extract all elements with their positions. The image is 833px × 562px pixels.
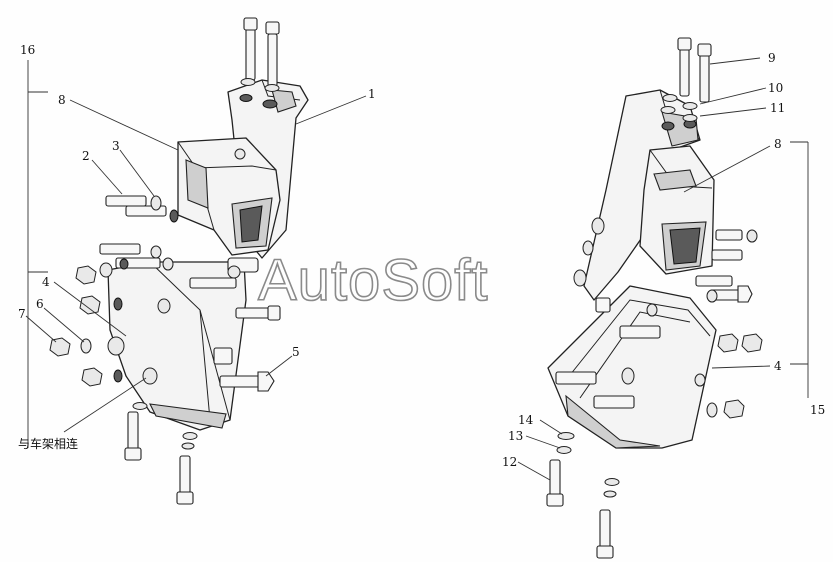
callout-11: 11: [770, 101, 785, 115]
callout-9: 9: [768, 51, 776, 65]
left-assembly: [49, 17, 309, 505]
callout-1: 1: [368, 87, 376, 101]
right-top-bolts: [660, 37, 712, 122]
frame-connection-note: 与车架相连: [18, 436, 78, 451]
right-bottom-bolts: [546, 432, 620, 559]
left-nuts: [49, 258, 129, 387]
leader-lines: [25, 57, 809, 481]
callout-2: 2: [82, 149, 90, 163]
callout-4-right: 4: [774, 359, 782, 373]
left-bolt-5: [213, 347, 275, 392]
callout-16: 16: [20, 43, 35, 57]
callout-6: 6: [36, 297, 44, 311]
callout-3: 3: [112, 139, 120, 153]
callout-10: 10: [768, 81, 783, 95]
callout-7: 7: [18, 307, 26, 321]
callout-15: 15: [810, 403, 825, 417]
callout-14: 14: [518, 413, 534, 427]
right-assembly: [546, 37, 763, 559]
left-top-bolts: [240, 17, 280, 92]
callout-4-left: 4: [42, 275, 50, 289]
callout-13: 13: [508, 429, 523, 443]
callout-8-left: 8: [58, 93, 66, 107]
callout-8-right: 8: [774, 137, 782, 151]
left-bottom-bolts: [124, 402, 198, 505]
callout-labels: 16 8 1 2 3 4 6 7 5 与车架相连 9 10 11 8 4 15 …: [18, 43, 825, 469]
callout-5: 5: [292, 345, 300, 359]
right-side-hardware: [695, 229, 763, 419]
left-side-bolts: [99, 195, 281, 321]
watermark: AutoSoft: [258, 248, 488, 313]
callout-12: 12: [502, 455, 517, 469]
right-plate-4: [547, 285, 717, 449]
